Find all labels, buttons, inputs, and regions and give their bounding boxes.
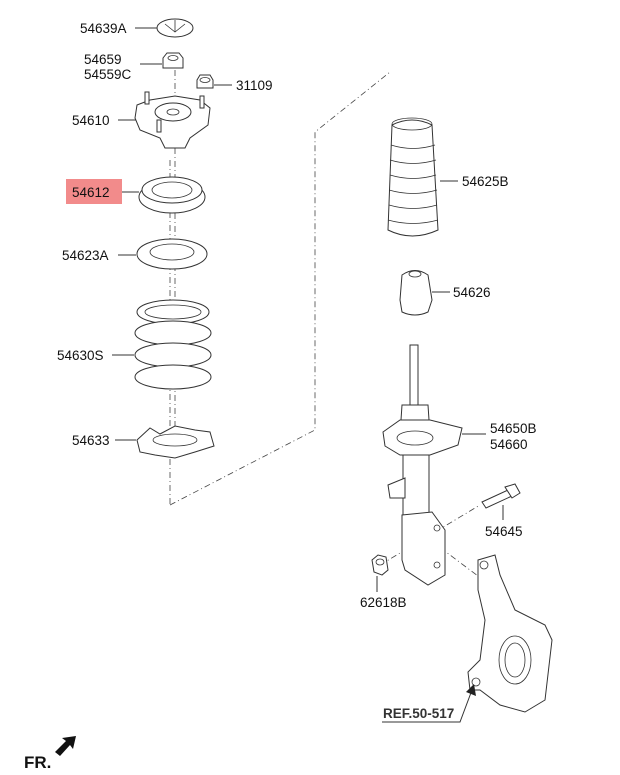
label-54559C: 54559C (84, 67, 132, 82)
front-indicator-label: FR. (24, 753, 51, 772)
label-54639A: 54639A (80, 21, 127, 36)
part-54610-mount[interactable] (134, 91, 211, 149)
part-54650B-strut[interactable] (382, 344, 463, 586)
part-54626-bump-stop[interactable] (399, 270, 433, 316)
label-54660: 54660 (490, 437, 528, 452)
label-31109: 31109 (236, 78, 273, 93)
label-54630S: 54630S (57, 348, 104, 363)
part-54659-nut[interactable] (162, 52, 184, 69)
label-54659: 54659 (84, 52, 122, 67)
label-54626: 54626 (453, 285, 491, 300)
label-54623A: 54623A (62, 248, 109, 263)
part-54639A[interactable] (156, 18, 194, 38)
part-31109-nut[interactable] (196, 74, 214, 89)
part-62618B-nut[interactable] (371, 554, 389, 576)
label-54650B: 54650B (490, 421, 537, 436)
label-54633: 54633 (72, 433, 110, 448)
label-62618B: 62618B (360, 595, 407, 610)
part-54645-bolt[interactable] (481, 483, 521, 509)
part-54625B-boot[interactable] (387, 117, 439, 237)
label-54625B: 54625B (462, 174, 509, 189)
part-54630S-spring[interactable] (134, 299, 212, 390)
part-54612-bearing[interactable] (138, 176, 206, 214)
highlight-54612 (66, 179, 122, 204)
label-54612[interactable]: 54612 (72, 185, 110, 200)
label-54645: 54645 (485, 524, 523, 539)
part-54623A-seat[interactable] (136, 238, 208, 270)
part-54633-lower-seat[interactable] (136, 425, 215, 459)
front-arrow-icon (55, 736, 76, 756)
label-54610: 54610 (72, 113, 110, 128)
steering-knuckle[interactable] (467, 554, 553, 713)
reference-label[interactable]: REF.50-517 (383, 706, 454, 721)
ref-arrow-icon (466, 684, 476, 696)
